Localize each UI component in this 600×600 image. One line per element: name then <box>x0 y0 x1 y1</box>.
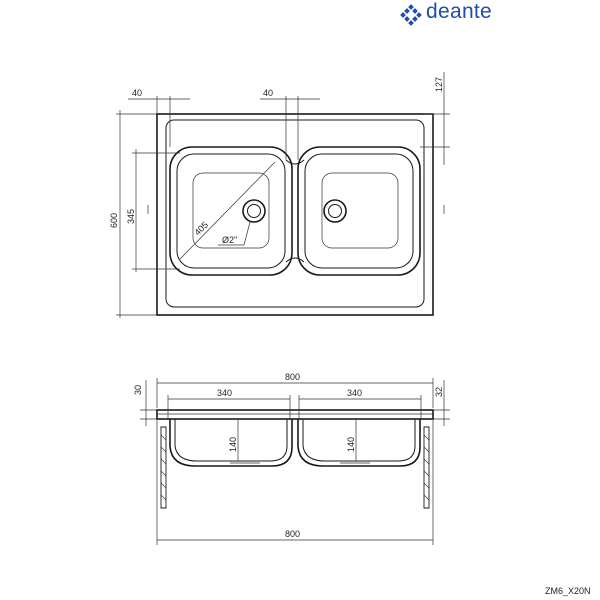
dim-bowl-height: 345 <box>126 209 136 224</box>
dim-right-bowl-depth: 140 <box>346 437 356 452</box>
dim-diagonal: 405 <box>192 220 210 238</box>
side-view: 800 340 340 30 32 140 <box>133 372 450 545</box>
brand-name: deante <box>426 0 493 23</box>
left-bowl-floor <box>192 172 270 249</box>
dim-base-width: 800 <box>285 529 300 539</box>
dim-right-bowl-width: 340 <box>347 388 362 398</box>
dim-drain: Ø2" <box>222 235 237 245</box>
dim-total-width: 800 <box>285 372 300 382</box>
sink-outline <box>156 113 434 316</box>
side-panel-right <box>423 426 430 509</box>
dim-rim-left: 30 <box>133 385 143 395</box>
dim-left-bowl-depth: 140 <box>228 437 238 452</box>
model-code: ZM6_X20N <box>545 586 591 596</box>
dim-height: 600 <box>109 213 119 228</box>
dim-left-bowl-width: 340 <box>217 388 232 398</box>
deante-logo-icon <box>400 4 422 26</box>
right-bowl-floor <box>321 172 399 249</box>
side-left-bowl <box>169 419 293 467</box>
right-drain-outer <box>323 199 347 223</box>
side-panel-left <box>160 426 167 509</box>
top-view: 40 40 127 600 345 405 Ø2" <box>109 72 450 318</box>
right-drain-inner <box>328 204 342 218</box>
side-rim <box>156 409 434 420</box>
left-bowl-inner <box>176 153 286 269</box>
dim-left-margin: 40 <box>132 88 142 98</box>
dim-center-gap: 40 <box>263 88 273 98</box>
right-bowl-outer <box>297 146 421 276</box>
left-drain-outer <box>242 199 266 223</box>
dim-rim-right: 32 <box>434 387 444 397</box>
left-bowl-outer <box>169 146 293 276</box>
side-right-bowl <box>297 419 421 467</box>
right-bowl-inner <box>304 153 414 269</box>
dim-top-margin: 127 <box>434 77 444 92</box>
sink-rim <box>165 119 425 308</box>
left-drain-inner <box>247 204 261 218</box>
